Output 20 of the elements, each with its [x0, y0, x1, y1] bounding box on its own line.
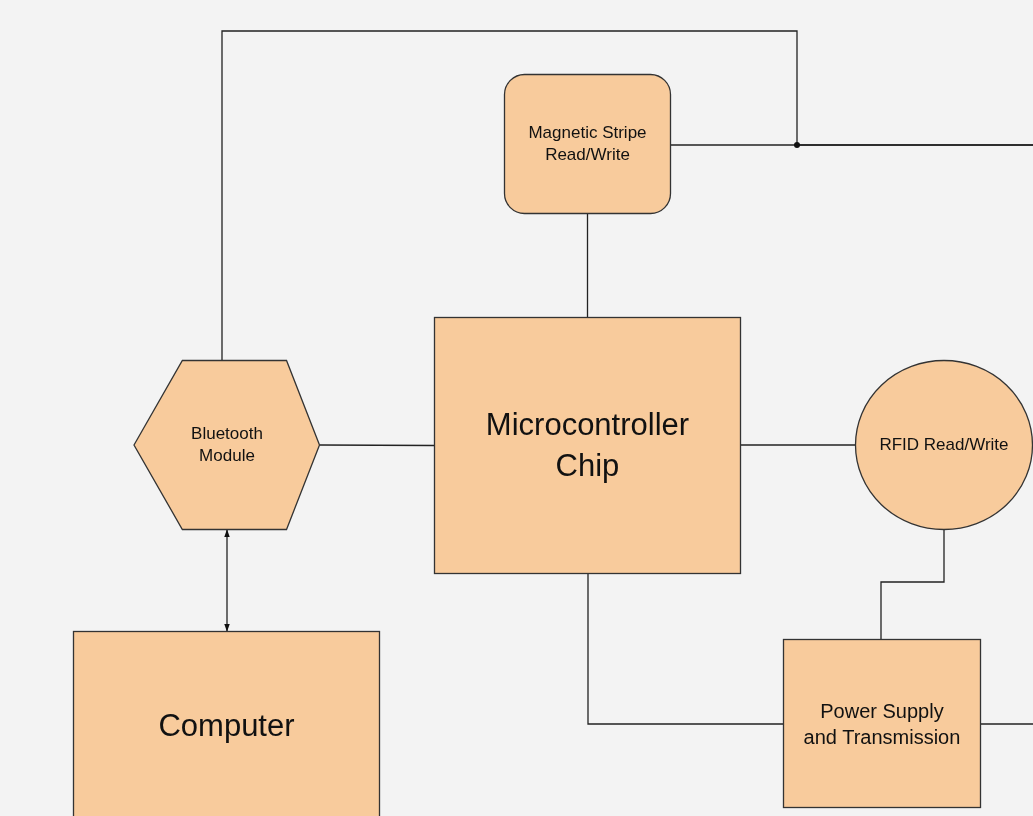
hexagon-node — [134, 360, 320, 530]
connector-line — [319, 444, 435, 447]
connector-line — [740, 444, 856, 446]
connector-line — [880, 529, 945, 640]
node-label: RFID Read/Write — [879, 433, 1009, 456]
arrow — [224, 529, 230, 632]
process-box — [73, 631, 380, 816]
node-label: Power Supply and Transmission — [802, 698, 962, 750]
node-label: Bluetooth Module — [190, 422, 264, 467]
circle-node — [855, 360, 1033, 530]
connector-line — [586, 213, 589, 318]
process-box — [434, 317, 741, 574]
process-box — [504, 74, 671, 214]
node-label: Microcontroller Chip — [484, 406, 691, 485]
connector-line — [980, 723, 1033, 725]
node-label: Magnetic Stripe Read/Write — [527, 121, 648, 166]
process-box — [783, 639, 981, 808]
node-label: Computer — [158, 706, 295, 745]
connector-line — [587, 573, 784, 725]
connector-line — [670, 144, 1033, 146]
